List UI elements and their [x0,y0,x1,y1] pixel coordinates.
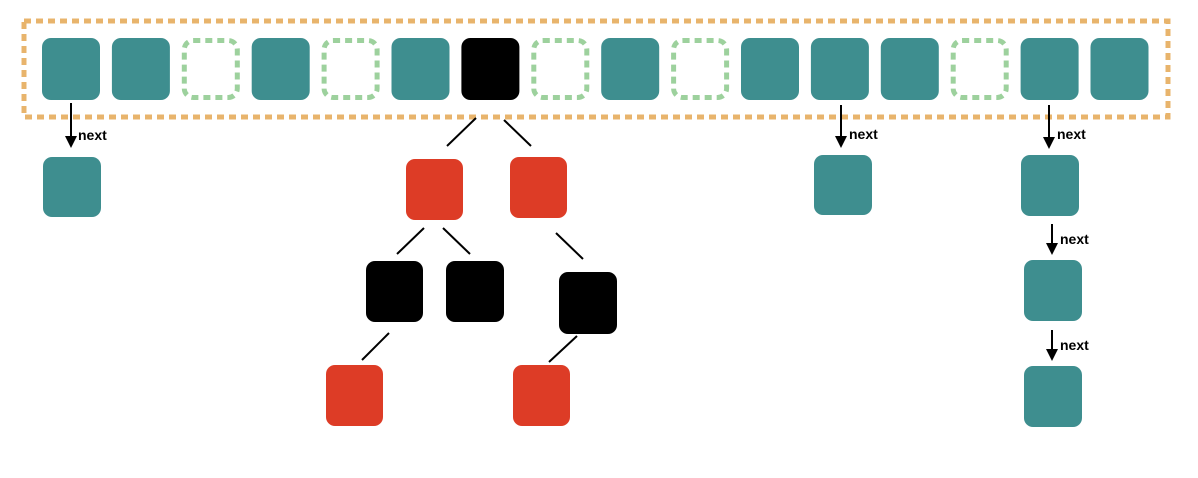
tree-node-red [406,159,463,220]
filled-slot [741,38,799,100]
bucket-array [21,18,1171,120]
filled-slot [601,38,660,100]
empty-slot [321,38,380,100]
chain-node [1024,260,1082,321]
tree-node-red [326,365,383,426]
chain-node [814,155,872,215]
tree-edge [503,119,532,147]
empty-slot [671,38,730,100]
filled-slot [111,38,170,100]
linked-list-chains: next next next next next [43,103,1089,427]
red-black-tree [326,117,617,426]
tree-edge [548,335,578,363]
chain-slot-0: next [43,103,107,217]
tree-edge [555,232,584,260]
tree-root-slot [461,38,520,100]
tree-node-red [510,157,567,218]
filled-slot [251,38,310,100]
next-label: next [1057,126,1086,142]
next-label: next [849,126,878,142]
tree-node-black [559,272,617,334]
next-label: next [1060,337,1089,353]
bucket-slots [42,38,1149,100]
empty-slot [531,38,590,100]
next-label: next [1060,231,1089,247]
filled-slot [391,38,450,100]
tree-node-black [446,261,504,322]
chain-slot-14: next next next [1021,105,1089,427]
chain-node [1021,155,1079,216]
chain-node [43,157,101,217]
chain-slot-11: next [814,105,878,215]
filled-slot [810,38,869,100]
next-label: next [78,127,107,143]
tree-node-red [513,365,570,426]
tree-edge [442,227,471,255]
tree-edge [396,227,425,255]
empty-slot [181,38,240,100]
empty-slot [950,38,1009,100]
tree-edge [446,117,477,147]
tree-edges [361,117,584,363]
filled-slot [1020,38,1079,100]
tree-node-black [366,261,423,322]
chain-node [1024,366,1082,427]
filled-slot [1090,38,1149,100]
filled-slot [880,38,939,100]
tree-edge [361,332,390,361]
filled-slot [42,38,100,100]
